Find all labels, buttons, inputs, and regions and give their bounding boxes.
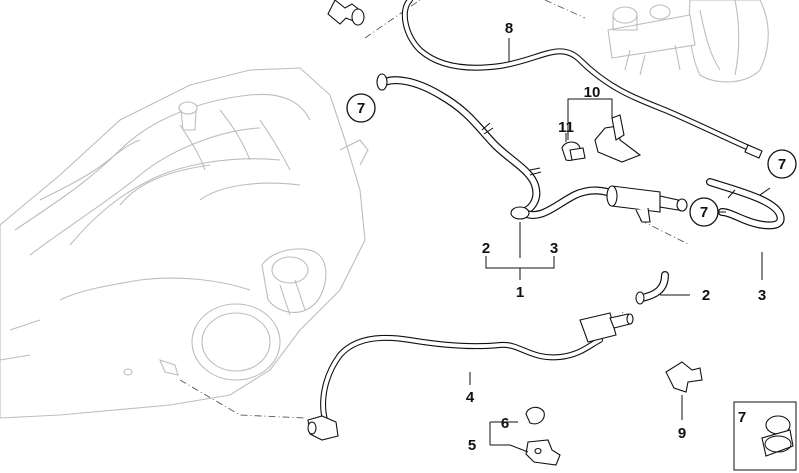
hose-clamp-box	[733, 401, 797, 471]
engine-intake-manifold	[0, 67, 369, 419]
molded-hose-1	[376, 73, 619, 220]
label-7: 7	[738, 409, 746, 426]
bracket-10	[594, 114, 642, 163]
label-8: 8	[505, 20, 513, 37]
brake-booster	[607, 0, 769, 83]
callout-7-left: 7	[346, 93, 376, 123]
label-7: 7	[357, 100, 365, 117]
label-7: 7	[778, 156, 786, 173]
ref-line-b	[364, 0, 421, 39]
callout-7-right-mid: 7	[689, 197, 719, 227]
label-1: 1	[516, 284, 524, 301]
label-6: 6	[501, 415, 509, 432]
vacuum-line-8	[401, 0, 763, 159]
label-7: 7	[700, 204, 708, 221]
hose-3	[706, 178, 785, 230]
label-5: 5	[468, 437, 476, 454]
label-9: 9	[678, 425, 686, 442]
leader-lines	[469, 38, 763, 453]
elbow-hose-2	[635, 271, 669, 305]
clip-6	[525, 406, 545, 425]
ref-line-d	[639, 219, 689, 245]
label-3: 3	[758, 287, 766, 304]
label-4: 4	[466, 389, 475, 406]
bracket-5	[525, 439, 561, 466]
label-3: 3	[550, 240, 558, 257]
label-11: 11	[558, 119, 574, 136]
vacuum-line-4	[307, 312, 634, 441]
callout-7-right-top: 7	[767, 149, 797, 179]
ref-line-a	[544, 0, 586, 19]
ref-line-c	[179, 379, 306, 419]
check-valve	[606, 185, 688, 223]
label-2: 2	[702, 287, 710, 304]
hose-fitting-top	[327, 0, 365, 26]
hose-clip-9	[665, 361, 703, 393]
label-10: 10	[584, 84, 601, 101]
clip-11	[561, 141, 586, 161]
label-2: 2	[482, 240, 490, 257]
